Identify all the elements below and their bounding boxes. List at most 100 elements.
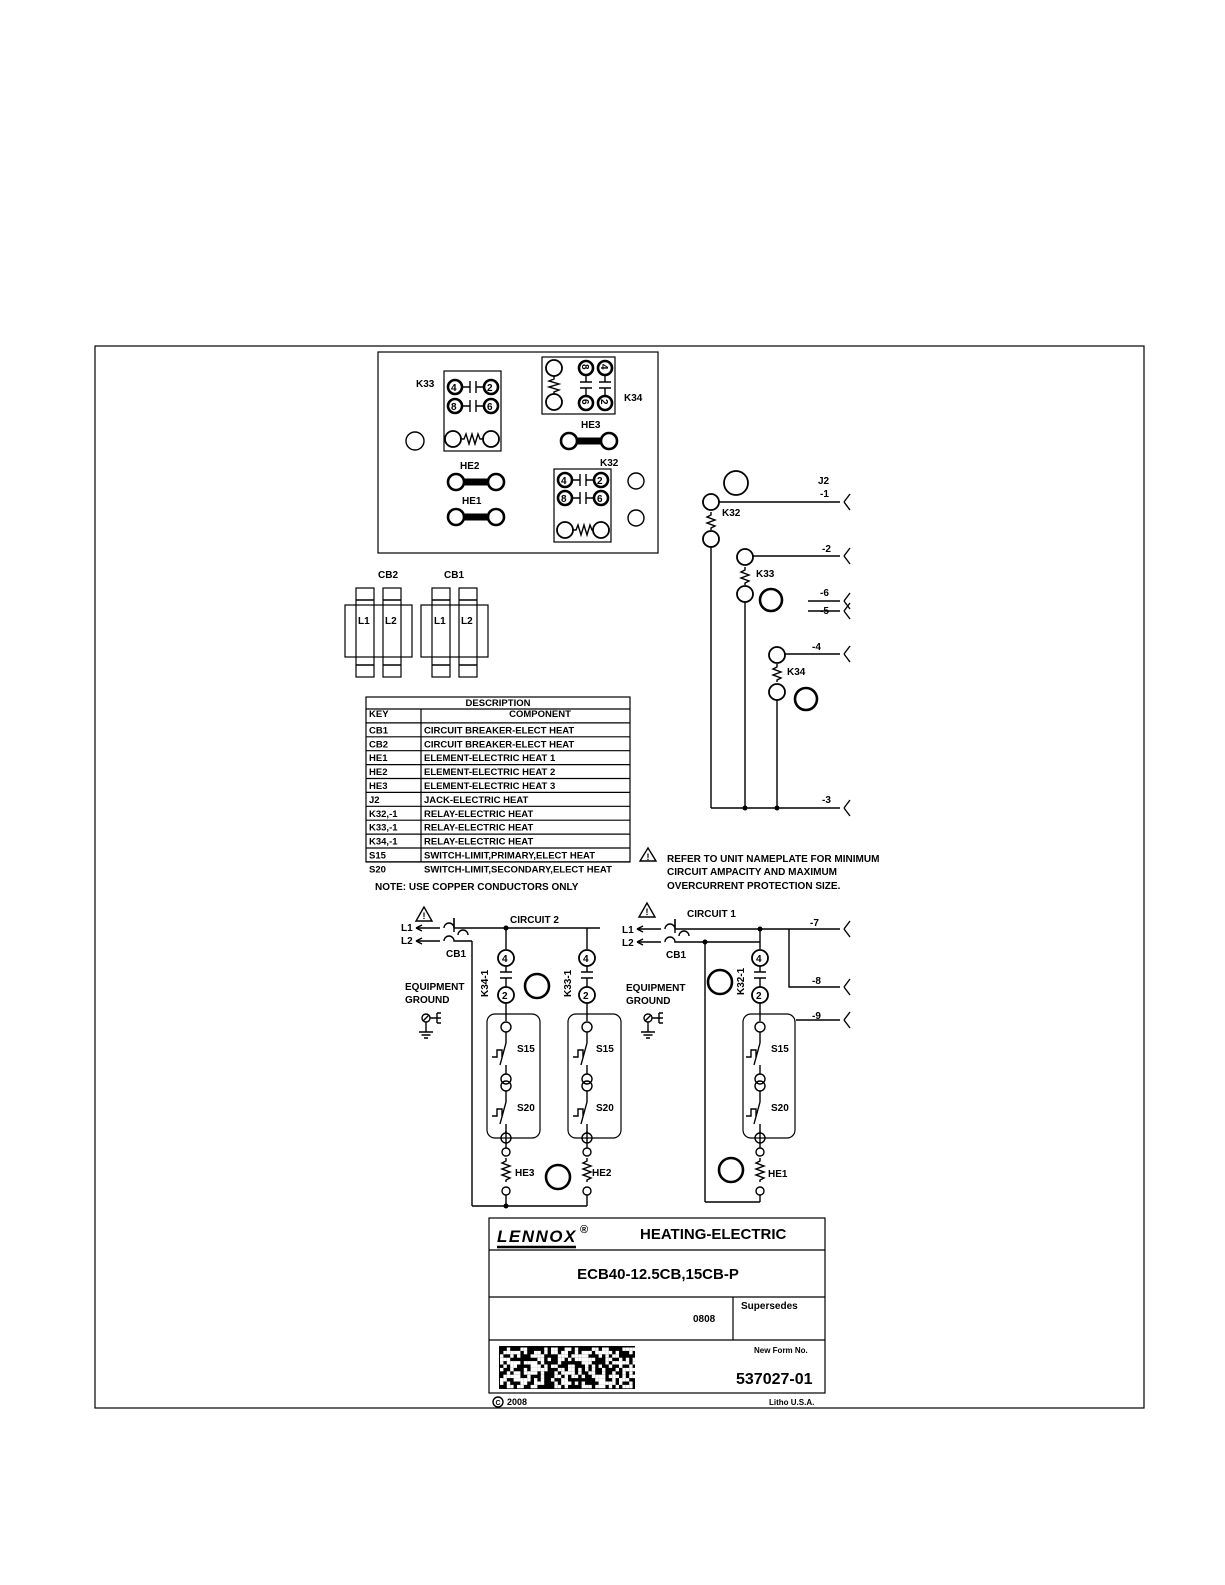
table-cell-component: CIRCUIT BREAKER-ELECT HEAT [424,739,574,750]
barcode [499,1346,636,1389]
svg-text:EQUIPMENT: EQUIPMENT [405,982,464,993]
k33-coil-label: K33 [756,569,775,580]
table-title: DESCRIPTION [466,698,531,709]
cb1-label: CB1 [444,570,464,581]
svg-text:S20: S20 [517,1103,535,1114]
table-cell-key: HE1 [369,753,388,764]
svg-text:2: 2 [598,399,609,405]
relay-k32-label: K32 [600,458,619,469]
svg-text:!: ! [647,852,650,862]
svg-text:4: 4 [756,954,762,965]
circuit-breaker-cb1: CB1 L1 L2 [420,570,489,678]
svg-text:L1: L1 [358,616,370,627]
element-he1: HE1 [446,496,506,527]
table-cell-component: CIRCUIT BREAKER-ELECT HEAT [424,725,574,736]
svg-text:8: 8 [561,494,567,505]
cb1-c2-label: CB1 [446,949,466,960]
table-cell-component: ELEMENT-ELECTRIC HEAT 2 [424,767,555,778]
svg-text:OVERCURRENT PROTECTION SIZE.: OVERCURRENT PROTECTION SIZE. [667,881,841,892]
relay-k34: K34 8 4 6 2 [541,356,643,415]
svg-text:4: 4 [583,954,589,965]
warning-note: ! REFER TO UNIT NAMEPLATE FOR MINIMUM CI… [638,846,879,892]
k32-1-label: K32-1 [736,967,747,995]
table-cell-component: JACK-ELECTRIC HEAT [424,795,529,806]
svg-text:2: 2 [756,991,762,1002]
table-cell-key: K33,-1 [369,823,398,834]
table-cell-key: K34,-1 [369,837,398,848]
k32-coil-label: K32 [722,508,741,519]
cb1-c1-label: CB1 [666,950,686,961]
pin-8-label: -8 [812,976,821,987]
pin-4-label: -4 [812,642,821,653]
svg-text:S15: S15 [771,1044,789,1055]
svg-text:2: 2 [583,991,589,1002]
svg-text:L2: L2 [401,936,413,947]
svg-text:REFER TO UNIT NAMEPLATE FOR MI: REFER TO UNIT NAMEPLATE FOR MINIMUM [667,854,879,865]
pin-3-label: -3 [822,795,831,806]
table-cell-component: RELAY-ELECTRIC HEAT [424,823,533,834]
svg-text:6: 6 [597,494,603,505]
table-cell-key: HE3 [369,781,387,792]
svg-text:L1: L1 [622,925,634,936]
element-he3-label: HE3 [581,420,601,431]
pin-7-label: -7 [810,918,819,929]
table-cell-component: RELAY-ELECTRIC HEAT [424,837,533,848]
relay-k34-label: K34 [624,393,643,404]
svg-text:6: 6 [487,402,493,413]
svg-text:C: C [495,1400,500,1407]
pin-2-label: -2 [822,544,831,555]
svg-text:4: 4 [598,364,609,370]
k34-coil-label: K34 [787,667,806,678]
svg-text:S15: S15 [596,1044,614,1055]
pin-1-label: -1 [820,489,829,500]
svg-text:EQUIPMENT: EQUIPMENT [626,983,685,994]
date-code: 0808 [693,1314,716,1325]
element-he3: HE3 [559,420,619,451]
svg-text:8: 8 [579,364,590,370]
model-number: ECB40-12.5CB,15CB-P [577,1266,739,1283]
svg-text:4: 4 [502,954,508,965]
circuit-breaker-cb2: CB2 L1 L2 [344,570,413,678]
relay-k33: K33 4 2 8 6 [416,370,502,452]
pin-9-label: -9 [812,1011,821,1022]
k34-1-label: K34-1 [480,969,491,997]
svg-text:L1: L1 [434,616,446,627]
form-number: 537027-01 [736,1371,813,1388]
diagram-title: HEATING-ELECTRIC [640,1226,787,1243]
title-block: LENNOX ® HEATING-ELECTRIC ECB40-12.5CB,1… [488,1217,826,1408]
pin-6-label: -6 [820,588,829,599]
svg-text:HE1: HE1 [768,1169,788,1180]
svg-text:GROUND: GROUND [626,996,670,1007]
svg-text:CIRCUIT AMPACITY AND MAXIMUM: CIRCUIT AMPACITY AND MAXIMUM [667,867,837,878]
table-cell-key: S15 [369,851,387,862]
brand-logo: LENNOX [497,1227,577,1246]
table-cell-component: ELEMENT-ELECTRIC HEAT 1 [424,753,556,764]
svg-text:S20: S20 [596,1103,614,1114]
supersedes-label: Supersedes [741,1301,798,1312]
svg-text:2: 2 [487,383,493,394]
table-header-key: KEY [369,709,389,720]
cb2-label: CB2 [378,570,398,581]
drawing-frame [94,345,1145,1409]
litho-label: Litho U.S.A. [769,1398,814,1407]
circuit-1-label: CIRCUIT 1 [687,909,736,920]
table-cell-key: CB2 [369,739,388,750]
svg-text:!: ! [646,907,649,917]
svg-text:!: ! [423,911,426,921]
svg-text:GROUND: GROUND [405,995,449,1006]
circuit-2: ! CIRCUIT 2 L1 L2 CB1 EQUIPMENT GROUND 4… [401,905,622,1209]
copper-note: NOTE: USE COPPER CONDUCTORS ONLY [375,882,579,893]
svg-text:6: 6 [579,399,590,405]
element-he1-label: HE1 [462,496,482,507]
element-he2: HE2 [446,461,506,492]
table-header-component: COMPONENT [509,709,571,720]
svg-text:L2: L2 [622,938,634,949]
svg-text:L2: L2 [385,616,397,627]
table-cell-component: RELAY-ELECTRIC HEAT [424,809,533,820]
svg-text:HE3: HE3 [515,1168,535,1179]
svg-text:®: ® [580,1224,588,1236]
circuit-1: ! CIRCUIT 1 L1 L2 -7 CB1 EQUIPMENT GROUN… [622,901,851,1203]
table-cell-component: ELEMENT-ELECTRIC HEAT 3 [424,781,555,792]
